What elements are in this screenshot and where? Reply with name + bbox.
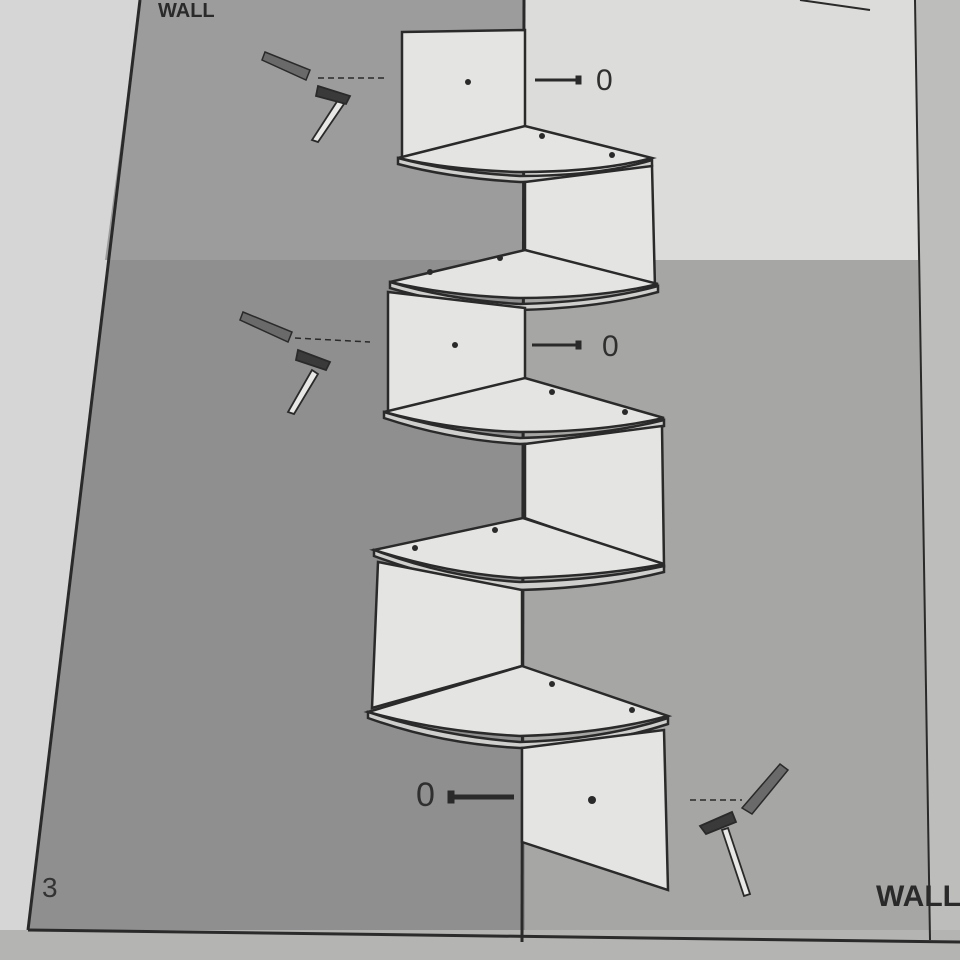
screw-count-top: 0 bbox=[596, 64, 613, 97]
hammer-icon bbox=[286, 84, 752, 898]
page-number: 3 bbox=[42, 872, 58, 903]
screw-count-bottom: 0 bbox=[416, 776, 435, 814]
wall-label-bottom: WALL bbox=[876, 880, 960, 913]
screw-count-middle: 0 bbox=[602, 330, 619, 363]
wall-anchor-icon bbox=[239, 51, 790, 815]
corner-shelf-illustration bbox=[363, 28, 673, 892]
screw-icon bbox=[447, 75, 582, 804]
screw-holes bbox=[412, 79, 635, 804]
wall-label-top: WALL bbox=[158, 0, 215, 22]
